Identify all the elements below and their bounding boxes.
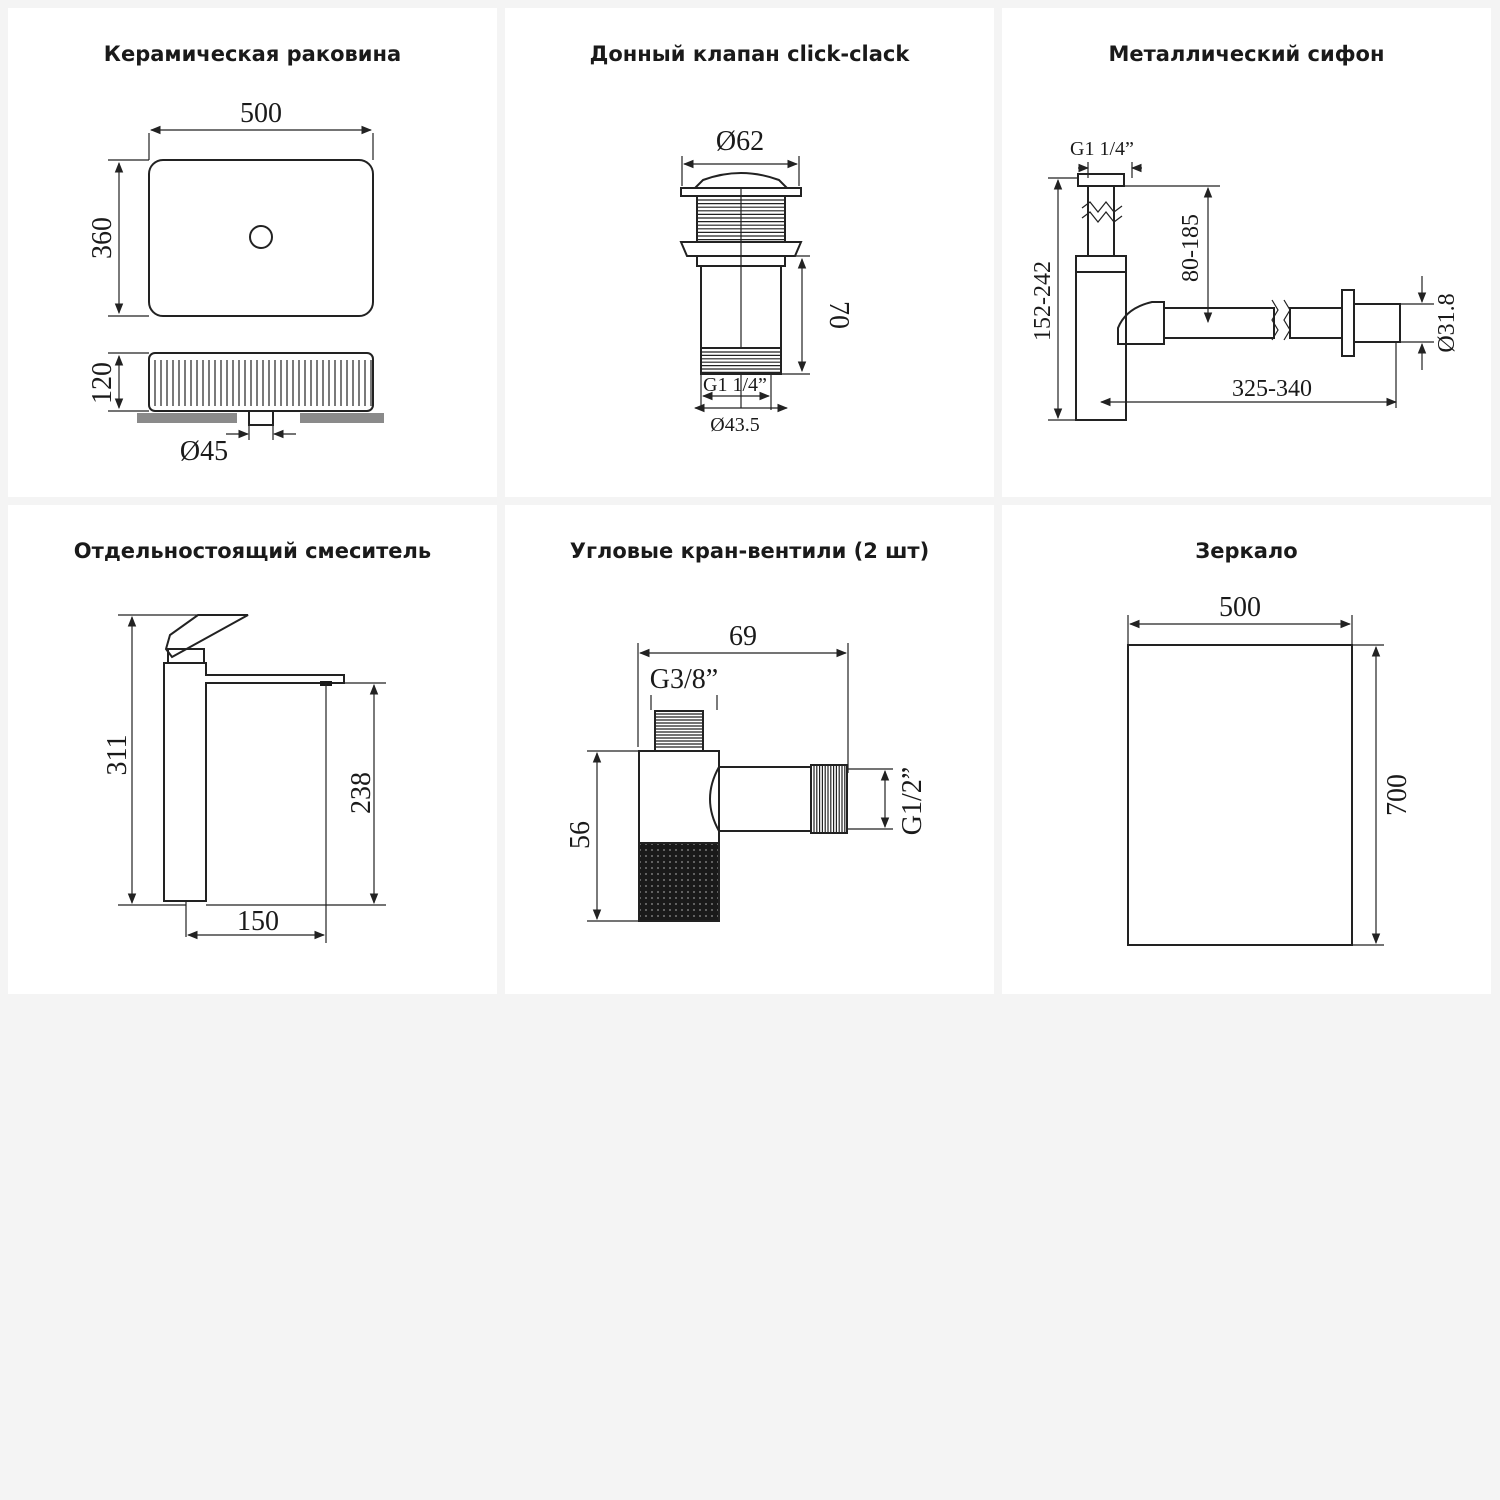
drain-valve-drawing: Ø62 70 G1 1/4” Ø43.5 (679, 126, 854, 436)
mirror-height-label: 700 (1382, 774, 1413, 816)
siphon-adjust-label: 80-185 (1178, 214, 1204, 282)
basin-countertop (137, 413, 237, 423)
card-title-angle-valves: Угловые кран-вентили (2 шт) (569, 539, 930, 563)
valve-cap-label: Ø62 (716, 126, 764, 157)
valve-body-diameter-label: Ø43.5 (710, 414, 759, 436)
basin-width-label: 500 (240, 98, 282, 129)
basin-top-view (148, 159, 374, 317)
valve-thread-label: G1 1/4” (703, 374, 767, 396)
siphon-body (1075, 173, 1401, 421)
card-title-mixer: Отдельностоящий смеситель (73, 539, 432, 563)
card-title-ceramic-basin: Керамическая раковина (103, 42, 402, 66)
card-title-mirror: Зеркало (1195, 539, 1298, 563)
angle-valve-height-label: 56 (565, 821, 596, 849)
siphon-drawing: G1 1/4” 152-242 80-185 325-340 (1030, 138, 1460, 421)
basin-drawing: 500 360 120 Ø45 (87, 98, 384, 467)
mirror-outline (1127, 644, 1353, 946)
mirror-width-label: 500 (1219, 592, 1261, 623)
card-drain-valve: Донный клапан click-clack Ø62 70 G1 1/4”… (505, 8, 994, 497)
basin-drain-outlet (248, 410, 274, 426)
basin-height-label: 120 (87, 362, 118, 404)
siphon-pipe-diameter-label: Ø31.8 (1434, 293, 1460, 352)
card-angle-valves: Угловые кран-вентили (2 шт) 69 G3/8” 56 … (505, 505, 994, 994)
basin-side-view (148, 352, 374, 412)
mixer-body (163, 614, 345, 937)
valve-height-label: 70 (823, 301, 854, 329)
card-title-metal-siphon: Металлический сифон (1108, 42, 1385, 66)
card-title-drain-valve: Донный клапан click-clack (589, 42, 910, 66)
card-mirror: Зеркало 500 700 (1002, 505, 1491, 994)
basin-drain-diameter-label: Ø45 (180, 436, 228, 467)
angle-valve-inlet-label: G3/8” (650, 664, 718, 695)
valve-body (679, 172, 803, 408)
angle-valve-length-label: 69 (729, 621, 757, 652)
mixer-height-label: 311 (102, 735, 133, 776)
angle-valve-drawing: 69 G3/8” 56 G1/2” (565, 621, 928, 922)
angle-valve-body (638, 710, 848, 922)
mixer-spout-height-label: 238 (346, 772, 377, 814)
angle-valve-outlet-label: G1/2” (897, 767, 928, 835)
basin-depth-label: 360 (87, 217, 118, 259)
siphon-thread-label: G1 1/4” (1070, 138, 1134, 160)
mirror-drawing: 500 700 (1127, 592, 1413, 946)
siphon-total-height-label: 152-242 (1030, 261, 1056, 341)
mixer-reach-label: 150 (237, 906, 279, 937)
mixer-drawing: 311 238 150 (102, 614, 386, 943)
siphon-length-label: 325-340 (1232, 376, 1312, 402)
basin-drain-hole (249, 225, 273, 249)
card-ceramic-basin: Керамическая раковина 500 360 120 Ø45 (8, 8, 497, 497)
angle-valve-knurled-handle (638, 842, 720, 922)
card-mixer: Отдельностоящий смеситель 311 238 150 (8, 505, 497, 994)
card-metal-siphon: Металлический сифон G1 1/4” 152-242 80- (1002, 8, 1491, 497)
